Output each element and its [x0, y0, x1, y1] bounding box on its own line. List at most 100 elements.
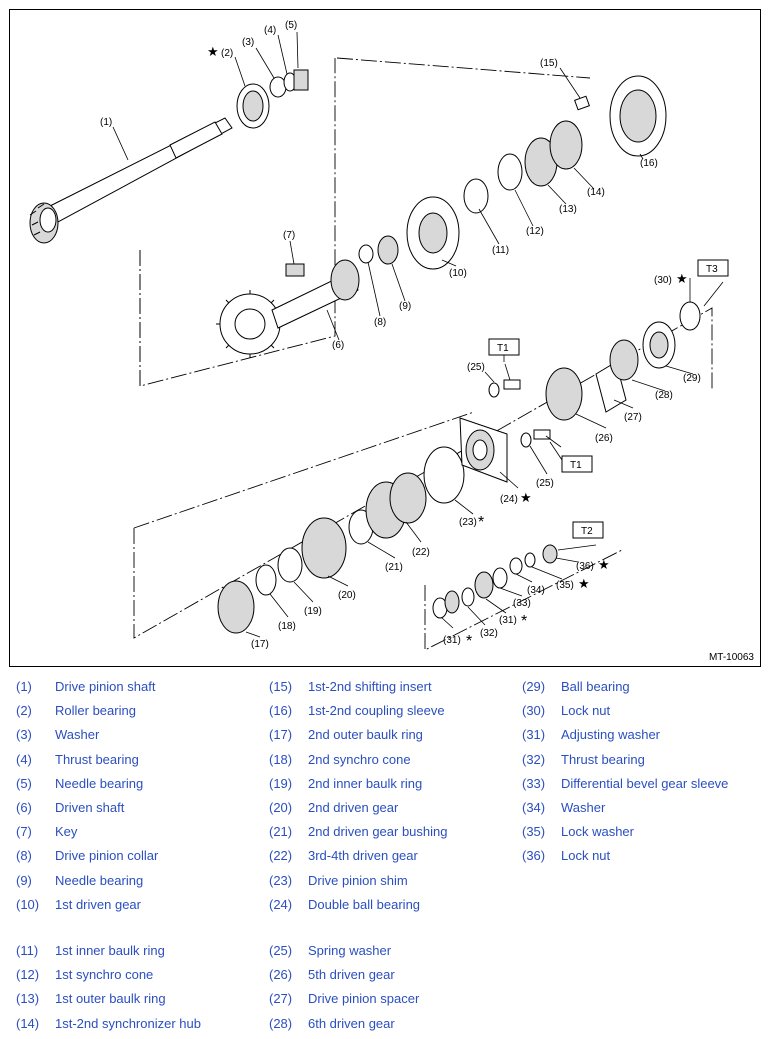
callout-13: (13) — [559, 204, 577, 215]
legend-item-number: (1) — [16, 679, 32, 694]
legend-item-number: (24) — [269, 896, 293, 912]
callout-4: (4) — [264, 25, 276, 36]
callout-35: (35) — [556, 580, 574, 591]
legend-item-label: Lock nut — [561, 703, 611, 719]
asterisk-marker-31-right: * — [521, 613, 527, 630]
legend-item-number: (4) — [16, 751, 32, 767]
legend-item-label: 1st-2nd coupling sleeve — [308, 703, 445, 719]
legend-item-number: (35) — [522, 824, 546, 840]
legend-item-number: (36) — [522, 848, 546, 864]
callout-24: (24) — [500, 494, 518, 505]
legend-item-number: (18) — [269, 751, 293, 767]
callout-28: (28) — [655, 390, 673, 401]
front-bearing-group-part — [236, 69, 309, 129]
legend-item-label: 3rd-4th driven gear — [308, 848, 418, 864]
legend-item-label: Washer — [561, 800, 606, 815]
first-driven-gear-part — [406, 196, 460, 270]
legend-item-number: (32) — [522, 751, 546, 767]
legend-item-label: Thrust bearing — [561, 751, 645, 767]
exploded-view-figure: (1) (2) (3) (4) (5) (6) (7) (8) (9) (10)… — [9, 9, 761, 667]
legend-item-label: Roller bearing — [55, 703, 136, 719]
star-marker-24: ★ — [520, 490, 532, 505]
callout-36: (36) — [576, 561, 594, 572]
legend-item-number: (13) — [16, 991, 40, 1007]
legend-item-number: (7) — [16, 824, 32, 840]
legend-item-label: Drive pinion spacer — [308, 991, 420, 1007]
callout-9: (9) — [399, 301, 411, 312]
legend-item-number: (21) — [269, 824, 293, 840]
legend-item-label: Needle bearing — [55, 872, 144, 888]
callout-12: (12) — [526, 226, 544, 237]
legend-item-label: Needle bearing — [55, 775, 144, 791]
legend-item-label: Drive pinion shaft — [55, 679, 156, 694]
legend-item-number: (29) — [522, 679, 546, 694]
torque-label-t2: T2 — [581, 526, 593, 537]
callout-25-lower: (25) — [536, 478, 554, 489]
callout-18: (18) — [278, 621, 296, 632]
callout-11: (11) — [492, 245, 509, 256]
legend-item-label: 2nd driven gear — [308, 800, 399, 815]
first-second-synchronizer-part — [463, 75, 667, 214]
figure-id: MT-10063 — [708, 652, 754, 663]
callout-19: (19) — [304, 606, 322, 617]
legend-item-number: (12) — [16, 967, 40, 983]
callout-29: (29) — [683, 373, 701, 384]
legend-item-number: (28) — [269, 1015, 293, 1031]
callout-3: (3) — [242, 37, 254, 48]
legend-item-number: (34) — [522, 800, 546, 815]
legend-item-label: Ball bearing — [561, 679, 630, 694]
legend-item-number: (6) — [16, 800, 32, 815]
legend-item-number: (19) — [269, 775, 293, 791]
spring-washer-bolt-part — [488, 379, 551, 448]
callout-30: (30) — [654, 275, 672, 286]
driven-shaft-part — [216, 259, 360, 358]
callout-labels: (1) (2) (3) (4) (5) (6) (7) (8) (9) (10)… — [100, 20, 701, 650]
legend-item-number: (2) — [16, 703, 32, 719]
legend-item-label: Driven shaft — [55, 800, 125, 815]
legend-item-label: 2nd inner baulk ring — [308, 775, 423, 791]
legend-item-label: Lock nut — [561, 848, 611, 864]
callout-20: (20) — [338, 590, 356, 601]
legend-item-label: Thrust bearing — [55, 751, 139, 767]
legend-item-label: Drive pinion shim — [308, 872, 408, 888]
legend-item-label: 2nd synchro cone — [308, 751, 411, 767]
legend-item-number: (11) — [16, 943, 39, 958]
callout-15: (15) — [540, 58, 558, 69]
differential-sleeve-group-part — [432, 544, 558, 619]
callout-27: (27) — [624, 412, 642, 423]
legend-item-label: 1st-2nd synchronizer hub — [55, 1015, 201, 1031]
torque-label-boxes: T1 T1 T2 T3 — [488, 259, 729, 539]
star-marker-36: ★ — [598, 557, 610, 572]
torque-label-t1-upper: T1 — [497, 343, 509, 354]
callout-2: (2) — [221, 48, 233, 59]
legend-item-number: (30) — [522, 703, 546, 719]
callout-5: (5) — [285, 20, 297, 31]
callout-25-upper: (25) — [467, 362, 485, 373]
legend-item-number: (25) — [269, 943, 293, 958]
legend-item-label: 1st inner baulk ring — [55, 943, 165, 958]
callout-7: (7) — [283, 230, 295, 241]
asterisk-marker-31-left: * — [466, 633, 472, 650]
legend-item-number: (3) — [16, 727, 32, 743]
assembly-axis-lines — [133, 57, 713, 651]
callout-23: (23) — [459, 517, 477, 528]
drive-pinion-shaft-part — [29, 117, 233, 244]
legend-item-label: Double ball bearing — [308, 896, 421, 912]
callout-1: (1) — [100, 117, 112, 128]
rear-gear-group-part — [217, 417, 508, 634]
legend-item-label: Washer — [55, 727, 100, 743]
collar-needle-bearing-part — [358, 235, 399, 265]
legend-item-number: (20) — [269, 800, 293, 815]
legend-item-label: Adjusting washer — [561, 727, 660, 743]
legend-item-label: Spring washer — [308, 943, 392, 958]
legend-item-label: 1st outer baulk ring — [55, 991, 166, 1007]
torque-label-t3: T3 — [706, 264, 718, 275]
legend-item-number: (8) — [16, 848, 32, 864]
legend-item-label: 1st synchro cone — [55, 967, 154, 983]
callout-26: (26) — [595, 433, 613, 444]
legend-item-number: (9) — [16, 872, 32, 888]
star-marker-30: ★ — [676, 271, 688, 286]
rear-driven-gears-part — [545, 301, 701, 421]
callout-8: (8) — [374, 317, 386, 328]
asterisk-marker-23: * — [478, 514, 484, 531]
